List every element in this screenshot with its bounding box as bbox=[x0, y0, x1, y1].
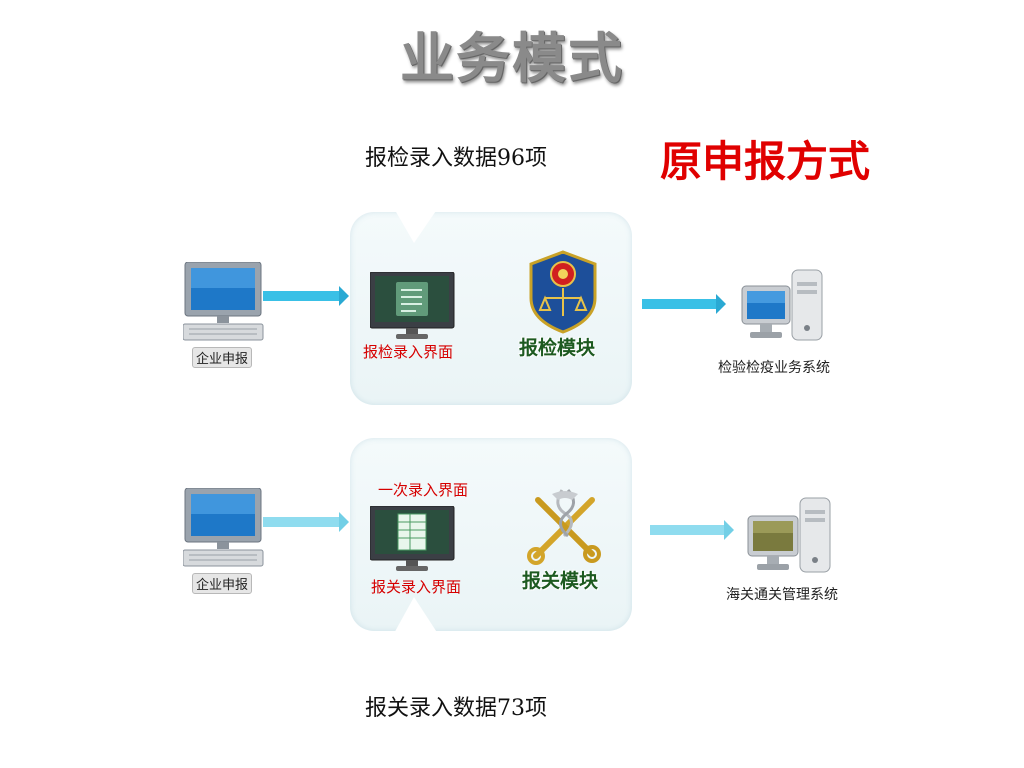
bottom-client-pc bbox=[182, 487, 265, 574]
top-module-emblem bbox=[525, 250, 601, 338]
bottom-caption: 报关录入数据73项 bbox=[365, 696, 547, 721]
bottom-arrow-in bbox=[263, 512, 349, 532]
bottom-entry-monitor bbox=[369, 505, 456, 578]
customs-emblem-icon bbox=[527, 489, 601, 565]
inspection-emblem-icon bbox=[529, 250, 597, 334]
bottom-target-label: 海关通关管理系统 bbox=[726, 587, 838, 603]
method-label: 原申报方式 bbox=[660, 137, 871, 186]
desktop-computer-icon bbox=[182, 261, 264, 341]
server-computer-icon bbox=[747, 497, 831, 573]
top-caption: 报检录入数据96项 bbox=[365, 146, 547, 171]
top-arrow-in bbox=[263, 286, 349, 306]
bottom-client-label: 企业申报 bbox=[192, 573, 253, 594]
top-entry-monitor bbox=[369, 271, 456, 346]
top-client-label: 企业申报 bbox=[192, 347, 253, 368]
bottom-target-server bbox=[746, 496, 832, 580]
form-screen-icon bbox=[369, 271, 455, 339]
bottom-entry-label: 报关录入界面 bbox=[371, 578, 462, 596]
page-title: 业务模式 bbox=[400, 26, 624, 90]
top-target-server bbox=[740, 268, 826, 348]
desktop-computer-icon bbox=[182, 487, 264, 567]
bottom-panel-notch bbox=[392, 597, 440, 637]
top-arrow-out bbox=[642, 294, 726, 314]
top-panel-notch bbox=[392, 205, 440, 243]
top-module-label: 报检模块 bbox=[519, 337, 596, 359]
top-entry-label: 报检录入界面 bbox=[363, 343, 454, 361]
bottom-module-emblem bbox=[522, 486, 608, 570]
top-target-label: 检验检疫业务系统 bbox=[718, 360, 830, 376]
bottom-module-label: 报关模块 bbox=[522, 570, 599, 592]
spreadsheet-screen-icon bbox=[369, 505, 455, 571]
top-client-pc bbox=[182, 261, 265, 348]
server-computer-icon bbox=[741, 269, 823, 341]
bottom-arrow-out bbox=[650, 520, 734, 540]
bottom-entry-top-label: 一次录入界面 bbox=[378, 481, 469, 499]
